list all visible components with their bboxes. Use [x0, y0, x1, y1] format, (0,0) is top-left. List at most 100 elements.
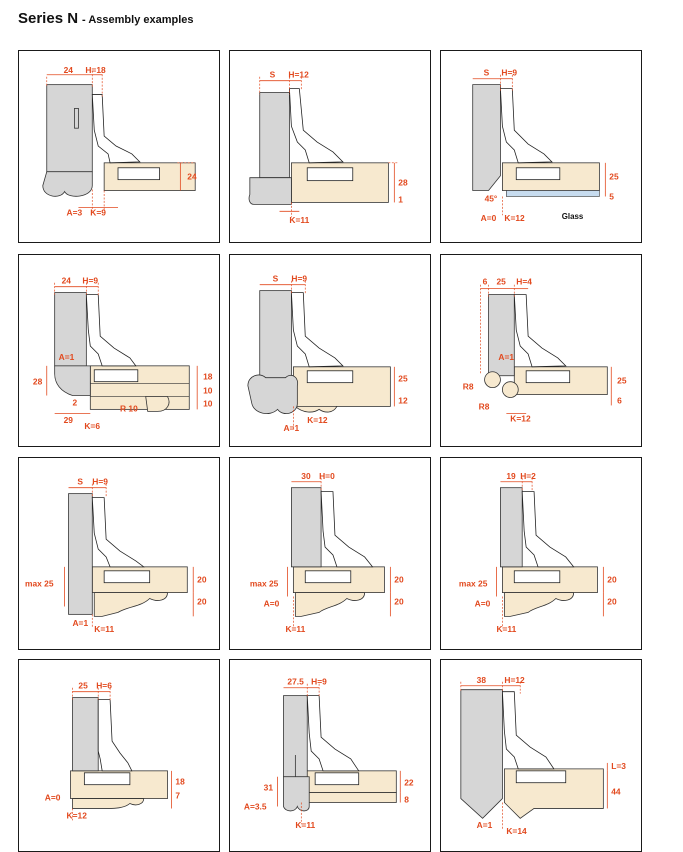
mounting-plate: [314, 772, 360, 786]
dim-label: A=0: [481, 213, 497, 223]
dim-label: H=6: [96, 681, 112, 691]
dim-label: 20: [607, 575, 617, 585]
dim-label: K=12: [67, 810, 88, 820]
assembly-panel-4: 24 H=9 A=1 28 2 29 K=6 R 10 18 10 10: [18, 254, 220, 447]
assembly-panel-7: S H=9 max 25 20 20 A=1 K=11: [18, 457, 220, 650]
assembly-diagram-3: S H=9 25 5 45° A=0 K=12 Glass: [472, 68, 619, 223]
dim-label: 6: [617, 395, 622, 405]
dim-label: K=12: [510, 413, 531, 423]
assembly-panel-6: 6 25 H=4 A=1 R8 R8 K=12 25 6: [440, 254, 642, 447]
dim-label: R 10: [120, 403, 138, 413]
dim-label: A=1: [498, 352, 514, 362]
dim-label: H=9: [291, 274, 307, 284]
dim-label: K=11: [94, 624, 114, 634]
dim-label: 24: [187, 172, 197, 182]
assembly-diagram-7: S H=9 max 25 20 20 A=1 K=11: [25, 477, 207, 634]
cabinet-side-lower: [300, 792, 397, 803]
dim-label: 20: [394, 596, 404, 606]
dim-label: H=9: [92, 477, 108, 487]
dim-label: K=11: [285, 624, 305, 634]
dim-label: 29: [64, 415, 74, 425]
dim-label: 25: [78, 681, 88, 691]
assembly-diagram-6: 6 25 H=4 A=1 R8 R8 K=12 25 6: [463, 277, 627, 424]
door-panel: [488, 294, 515, 377]
dim-label: 45°: [485, 193, 498, 203]
assembly-diagram-5: S H=9 25 12 A=1 K=12: [247, 274, 408, 433]
dim-label: 7: [175, 791, 180, 801]
dim-label: 2: [72, 397, 77, 407]
mounting-plate: [306, 370, 354, 384]
dim-label: 12: [398, 395, 408, 405]
door-panel: [72, 697, 99, 772]
dim-label: 28: [33, 377, 43, 387]
door-panel: [68, 493, 93, 615]
dim-label: A=3: [67, 207, 83, 217]
dim-label: 25: [496, 277, 506, 287]
assembly-diagram-4: 24 H=9 A=1 28 2 29 K=6 R 10 18 10 10: [33, 276, 213, 431]
dim-label: 5: [609, 191, 614, 201]
dim-label: 25: [617, 376, 627, 386]
dim-label: K=11: [496, 624, 516, 634]
dim-label: K=12: [307, 415, 328, 425]
assembly-panel-9: 19 H=2 max 25 20 20 A=0 K=11: [440, 457, 642, 650]
door-panel: [472, 84, 501, 191]
dim-label: 25: [398, 374, 408, 384]
assembly-panel-11: 27.5 H=9 31 22 8 A=3.5 K=11: [229, 659, 431, 852]
hinge-arm: [91, 94, 141, 164]
door-profile: [247, 374, 299, 414]
dim-label: H=9: [311, 677, 327, 687]
mounting-plate: [525, 370, 571, 384]
dim-label: H=9: [82, 276, 98, 286]
edge-molding: [503, 592, 575, 617]
assembly-diagram-10: 25 H=6 18 7 A=0 K=12: [45, 681, 185, 821]
assembly-panel-2: S H=12 28 1 K=11: [229, 50, 431, 243]
dim-label: 10: [203, 398, 213, 408]
assembly-panel-10: 25 H=6 18 7 A=0 K=12: [18, 659, 220, 852]
assembly-diagram-1: 24 H=18 24 A=3 K=9: [42, 65, 197, 217]
dim-label: K=14: [506, 826, 527, 836]
door-panel: [500, 487, 523, 568]
dim-label: A=0: [45, 793, 61, 803]
dim-label: R8: [463, 382, 474, 392]
edge-molding: [294, 592, 366, 617]
dim-label: 22: [404, 778, 414, 788]
hinge-arm: [289, 88, 344, 164]
dim-label: A=3.5: [244, 801, 267, 811]
dim-label: 28: [398, 178, 408, 188]
dim-label: K=12: [504, 213, 525, 223]
hinge-arm: [306, 695, 360, 772]
dim-label: 1: [398, 194, 403, 204]
mounting-plate: [83, 772, 131, 786]
glass-label: Glass: [562, 212, 584, 221]
door-profile: [283, 776, 310, 812]
dim-label: 24: [64, 65, 74, 75]
door-profile: [54, 365, 91, 396]
assembly-panel-8: 30 H=0 max 25 20 20 A=0 K=11: [229, 457, 431, 650]
assembly-diagram-2: S H=12 28 1 K=11: [248, 70, 408, 225]
mounting-plate: [304, 570, 352, 584]
hinge-arm: [91, 497, 145, 568]
dim-label: 20: [197, 596, 207, 606]
hinge-arm: [97, 699, 133, 772]
dim-label: 18: [203, 372, 213, 382]
hinge-arm: [85, 294, 137, 367]
door-panel: [46, 84, 93, 173]
assembly-panel-1: 24 H=18 24 A=3 K=9: [18, 50, 220, 243]
edge-molding: [502, 381, 519, 398]
dim-label: H=9: [501, 68, 517, 78]
edge-molding: [294, 406, 338, 413]
dim-label: 20: [394, 575, 404, 585]
dim-label: S: [273, 274, 279, 284]
mounting-plate: [513, 570, 561, 584]
hinge-cup: [74, 108, 79, 129]
mounting-plate: [515, 167, 561, 181]
dim-label: H=4: [516, 277, 532, 287]
dim-label: A=1: [59, 352, 75, 362]
series-subtitle: - Assembly examples: [82, 14, 194, 26]
dim-label: max 25: [459, 579, 488, 589]
dim-label: S: [77, 477, 83, 487]
mounting-plate: [515, 770, 567, 784]
dim-label: A=1: [477, 820, 493, 830]
dim-label: L=3: [611, 761, 626, 771]
dim-label: K=9: [90, 207, 106, 217]
